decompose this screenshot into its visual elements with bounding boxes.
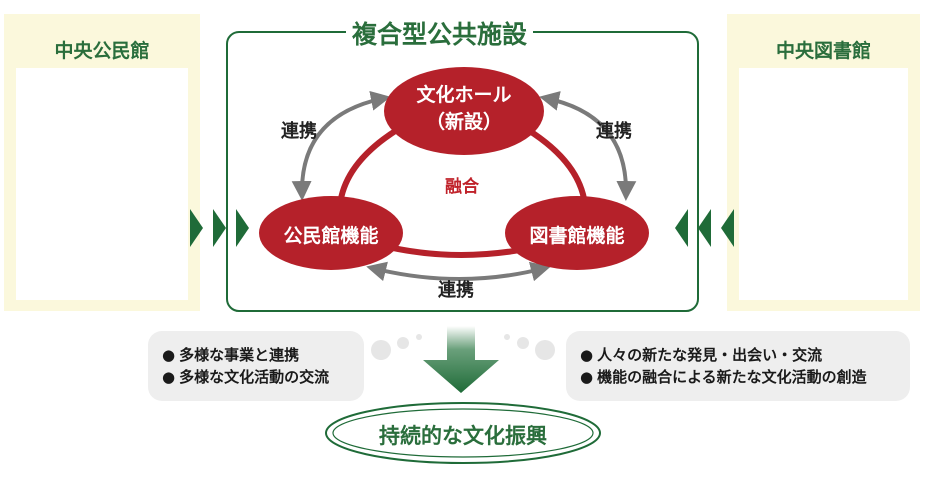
left-callout-item: 多様な事業と連携 (162, 344, 329, 366)
right-callout-item: 人々の新たな発見・出会い・交流 (580, 344, 867, 366)
fusion-label: 融合 (445, 177, 479, 197)
down-arrow (423, 326, 499, 393)
left-callout-list: 多様な事業と連携 多様な文化活動の交流 (162, 344, 329, 388)
library-function-node (505, 196, 649, 270)
right-callout: 人々の新たな発見・出会い・交流 機能の融合による新たな文化活動の創造 (566, 331, 910, 401)
left-link-label: 連携 (281, 121, 317, 142)
goal-ellipse-outer (325, 402, 601, 464)
community-function-label: 公民館機能 (283, 225, 379, 247)
bottom-link-arrow (366, 261, 551, 282)
right-callout-item: 機能の融合による新たな文化活動の創造 (580, 366, 867, 388)
cultural-hall-label-line1: 文化ホール (416, 84, 512, 106)
right-inflow-chevrons (675, 209, 734, 247)
central-community-center-panel: 中央公民館 (4, 14, 200, 311)
facility-title: 複合型公共施設 (346, 15, 534, 51)
right-link-arrow (539, 91, 637, 201)
left-callout-item: 多様な文化活動の交流 (162, 366, 329, 388)
central-library-content (739, 68, 908, 300)
cultural-hall-label-line2: （新設） (425, 111, 502, 133)
community-function-node (259, 196, 403, 270)
library-function-label: 図書館機能 (529, 225, 625, 247)
left-inflow-chevrons (190, 209, 249, 247)
central-community-center-title: 中央公民館 (54, 40, 150, 62)
right-callout-list: 人々の新たな発見・出会い・交流 機能の融合による新たな文化活動の創造 (580, 344, 867, 388)
central-library-panel: 中央図書館 (727, 14, 920, 311)
left-link-arrow (291, 90, 391, 201)
bottom-link-label: 連携 (438, 280, 474, 301)
goal-text: 持続的な文化振興 (379, 424, 547, 448)
callout-dots (371, 334, 555, 360)
cultural-hall-node (384, 67, 544, 155)
goal-ellipse-inner (332, 408, 594, 458)
central-library-title: 中央図書館 (775, 40, 871, 62)
left-callout: 多様な事業と連携 多様な文化活動の交流 (148, 331, 364, 401)
central-community-center-content (16, 68, 188, 300)
right-link-label: 連携 (596, 121, 632, 142)
cultural-hall-label: 文化ホール （新設） (384, 82, 544, 136)
